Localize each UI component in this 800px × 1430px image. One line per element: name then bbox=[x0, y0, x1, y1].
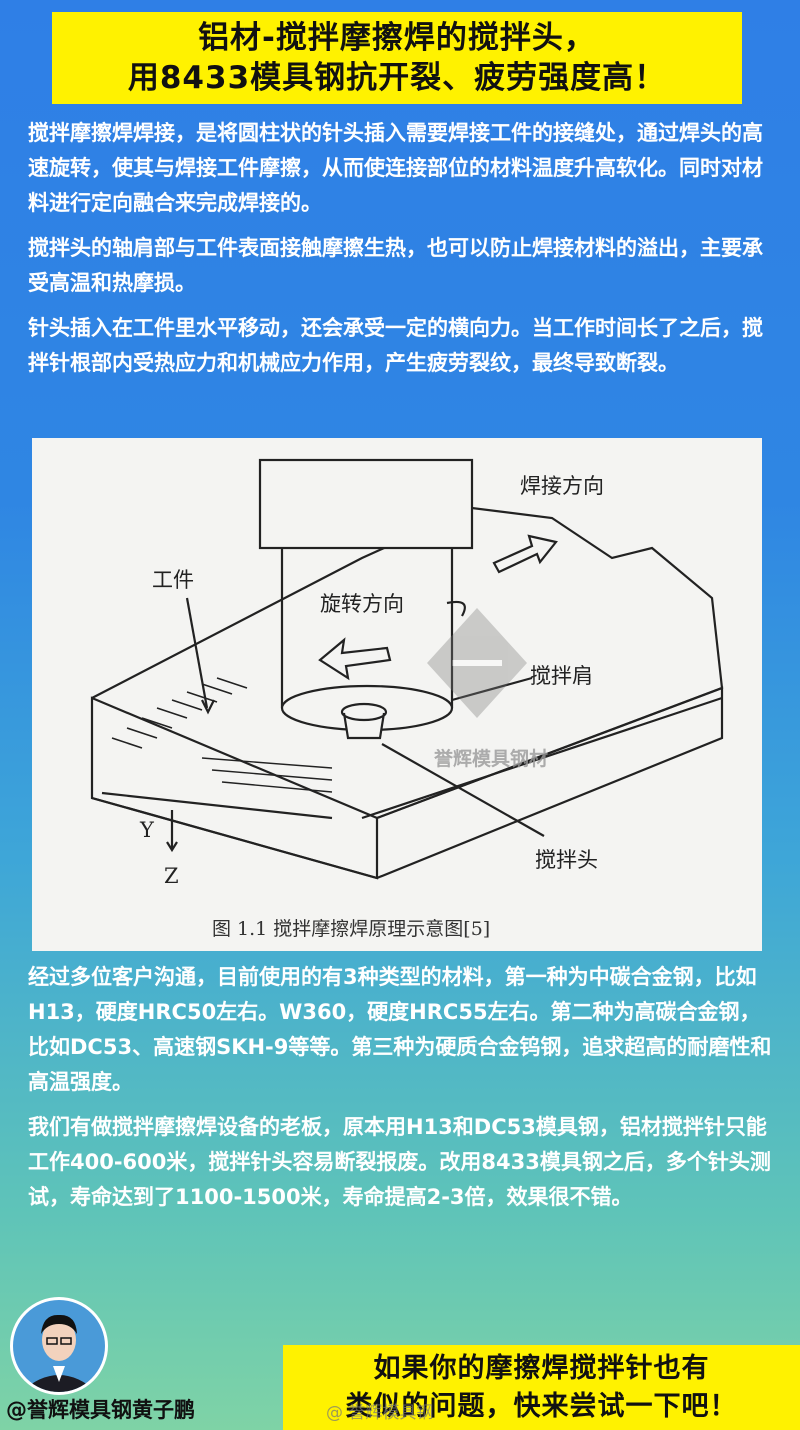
avatar bbox=[10, 1297, 108, 1395]
title-banner: 铝材-搅拌摩擦焊的搅拌头， 用8433模具钢抗开裂、疲劳强度高！ bbox=[52, 12, 742, 104]
label-stir-pin: 搅拌头 bbox=[535, 848, 598, 872]
author-handle: @誉辉模具钢黄子鹏 bbox=[6, 1398, 195, 1422]
paragraph-1: 搅拌摩擦焊焊接，是将圆柱状的针头插入需要焊接工件的接缝处，通过焊头的高速旋转，使… bbox=[28, 121, 763, 215]
label-workpiece: 工件 bbox=[152, 568, 194, 592]
diagram-watermark: 誉辉模具钢材 bbox=[434, 748, 549, 770]
paragraph-2: 搅拌头的轴肩部与工件表面接触摩擦生热，也可以防止焊接材料的溢出，主要承受高温和热… bbox=[28, 236, 763, 295]
paragraph-5: 我们有做搅拌摩擦焊设备的老板，原本用H13和DC53模具钢，铝材搅拌针只能工作4… bbox=[28, 1115, 771, 1209]
title-line-1: 铝材-搅拌摩擦焊的搅拌头， bbox=[198, 20, 596, 56]
cta-banner: 如果你的摩擦焊搅拌针也有 类似的问题，快来尝试一下吧！ bbox=[283, 1345, 800, 1430]
fsw-diagram-drawing bbox=[90, 458, 724, 880]
label-axis-y: Y bbox=[140, 818, 154, 842]
label-axis-z: Z bbox=[164, 864, 179, 888]
label-stir-shoulder: 搅拌肩 bbox=[530, 664, 593, 688]
fsw-diagram: 焊接方向 工件 旋转方向 搅拌肩 搅拌头 Y Z 誉辉模具钢材 图 1.1 搅拌… bbox=[32, 438, 762, 951]
title-line-2: 用8433模具钢抗开裂、疲劳强度高！ bbox=[127, 60, 667, 96]
label-welding-direction: 焊接方向 bbox=[520, 474, 604, 498]
cta-line-2: 类似的问题，快来尝试一下吧！ bbox=[345, 1390, 738, 1422]
body-text: 经过多位客户沟通，目前使用的有3种类型的材料，第一种为中碳合金钢，比如H13，硬… bbox=[28, 960, 772, 1225]
figure-caption: 图 1.1 搅拌摩擦焊原理示意图[5] bbox=[212, 918, 491, 940]
cta-line-1: 如果你的摩擦焊搅拌针也有 bbox=[373, 1352, 710, 1384]
paragraph-4: 经过多位客户沟通，目前使用的有3种类型的材料，第一种为中碳合金钢，比如H13，硬… bbox=[28, 965, 772, 1094]
intro-text: 搅拌摩擦焊焊接，是将圆柱状的针头插入需要焊接工件的接缝处，通过焊头的高速旋转，使… bbox=[28, 116, 772, 391]
avatar-portrait-icon bbox=[13, 1300, 105, 1392]
label-rotation-direction: 旋转方向 bbox=[320, 592, 404, 616]
paragraph-3: 针头插入在工件里水平移动，还会承受一定的横向力。当工作时间长了之后，搅拌针根部内… bbox=[28, 316, 763, 375]
footer-watermark: @ 誉辉模具钢 bbox=[326, 1403, 434, 1423]
